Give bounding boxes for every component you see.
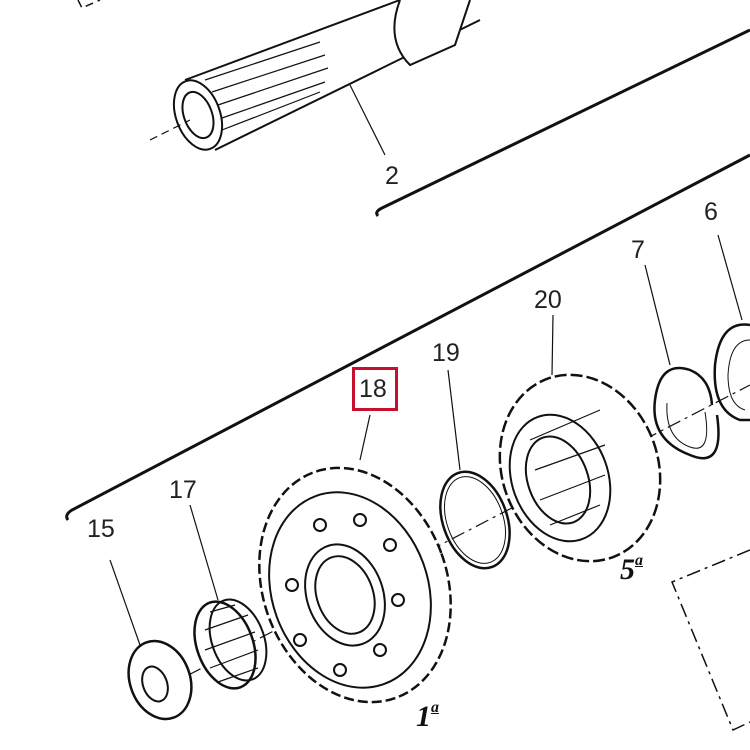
callout-label-18: 18 (359, 375, 387, 403)
highlight-box-18 (352, 367, 398, 411)
gear-part-20 (498, 373, 662, 563)
bearing-part-17 (193, 598, 268, 690)
ring-part-19 (439, 470, 511, 570)
leader-line-19 (447, 369, 461, 471)
ring-part-6 (713, 323, 750, 422)
leader-line-6 (717, 234, 743, 321)
gear-label-first: 1a (416, 699, 439, 733)
leader-line-18 (359, 414, 371, 461)
washer-part-15 (127, 639, 193, 721)
callout-label-6: 6 (704, 198, 718, 226)
leader-line-17 (189, 504, 219, 601)
leader-line-2 (349, 84, 386, 156)
gear-label-fifth: 5a (620, 552, 643, 586)
section-line-lower (65, 153, 750, 521)
callout-label-15: 15 (87, 515, 115, 543)
gear-part-18 (258, 466, 452, 704)
leader-line-20 (551, 314, 554, 376)
dashed-frame-top (77, 0, 101, 9)
callout-label-7: 7 (631, 236, 645, 264)
callout-label-17: 17 (169, 476, 197, 504)
shaft-part-2 (149, 0, 481, 151)
leader-line-15 (109, 559, 141, 646)
section-line-upper (375, 28, 750, 218)
callout-label-20: 20 (534, 286, 562, 314)
snap-ring-part-7 (653, 366, 720, 460)
callout-label-19: 19 (432, 339, 460, 367)
dashed-frame-bottom (671, 549, 750, 732)
leader-line-7 (644, 264, 671, 366)
callout-label-2: 2 (385, 162, 399, 190)
